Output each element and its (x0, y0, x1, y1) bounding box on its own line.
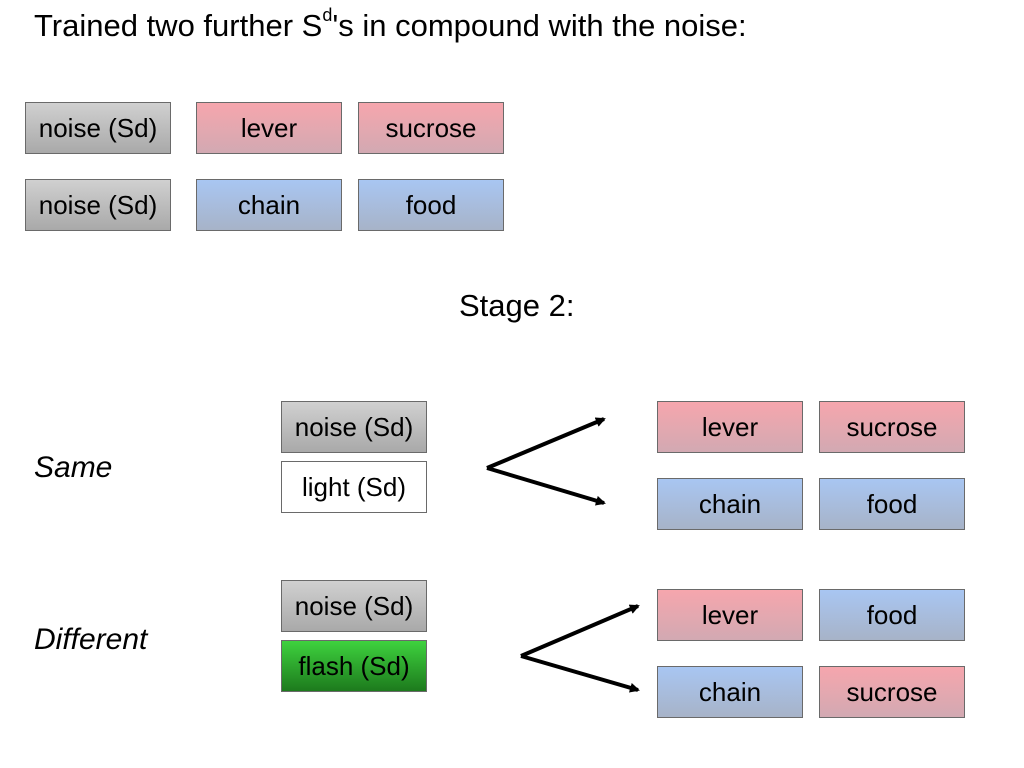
same-sucrose-box: sucrose (819, 401, 965, 453)
same-noise-box: noise (Sd) (281, 401, 427, 453)
same-light-box: light (Sd) (281, 461, 427, 513)
different-food-box: food (819, 589, 965, 641)
different-sucrose-box: sucrose (819, 666, 965, 718)
title-superscript: d (322, 4, 333, 25)
stage1-row2-food-box: food (358, 179, 504, 231)
same-chain-box: chain (657, 478, 803, 530)
different-flash-box: flash (Sd) (281, 640, 427, 692)
different-lever-box: lever (657, 589, 803, 641)
stage1-row1-lever-box: lever (196, 102, 342, 154)
stage1-row2-noise-box: noise (Sd) (25, 179, 171, 231)
page-title: Trained two further Sd's in compound wit… (34, 6, 747, 46)
different-arrows (520, 604, 640, 693)
same-lever-box: lever (657, 401, 803, 453)
same-label: Same (34, 451, 113, 484)
different-lower-arrow (520, 654, 640, 693)
stage2-title: Stage 2: (459, 288, 575, 323)
same-food-box: food (819, 478, 965, 530)
same-upper-arrow (486, 417, 606, 470)
different-noise-box: noise (Sd) (281, 580, 427, 632)
same-lower-arrow (486, 466, 606, 506)
title-prefix: Trained two further S (34, 8, 323, 43)
stage1-row1-noise-box: noise (Sd) (25, 102, 171, 154)
same-arrows (486, 417, 606, 506)
stage1-row1-sucrose-box: sucrose (358, 102, 504, 154)
different-chain-box: chain (657, 666, 803, 718)
title-suffix: 's in compound with the noise: (332, 8, 747, 43)
different-label: Different (34, 623, 148, 656)
stage1-row2-chain-box: chain (196, 179, 342, 231)
different-upper-arrow (520, 604, 640, 658)
